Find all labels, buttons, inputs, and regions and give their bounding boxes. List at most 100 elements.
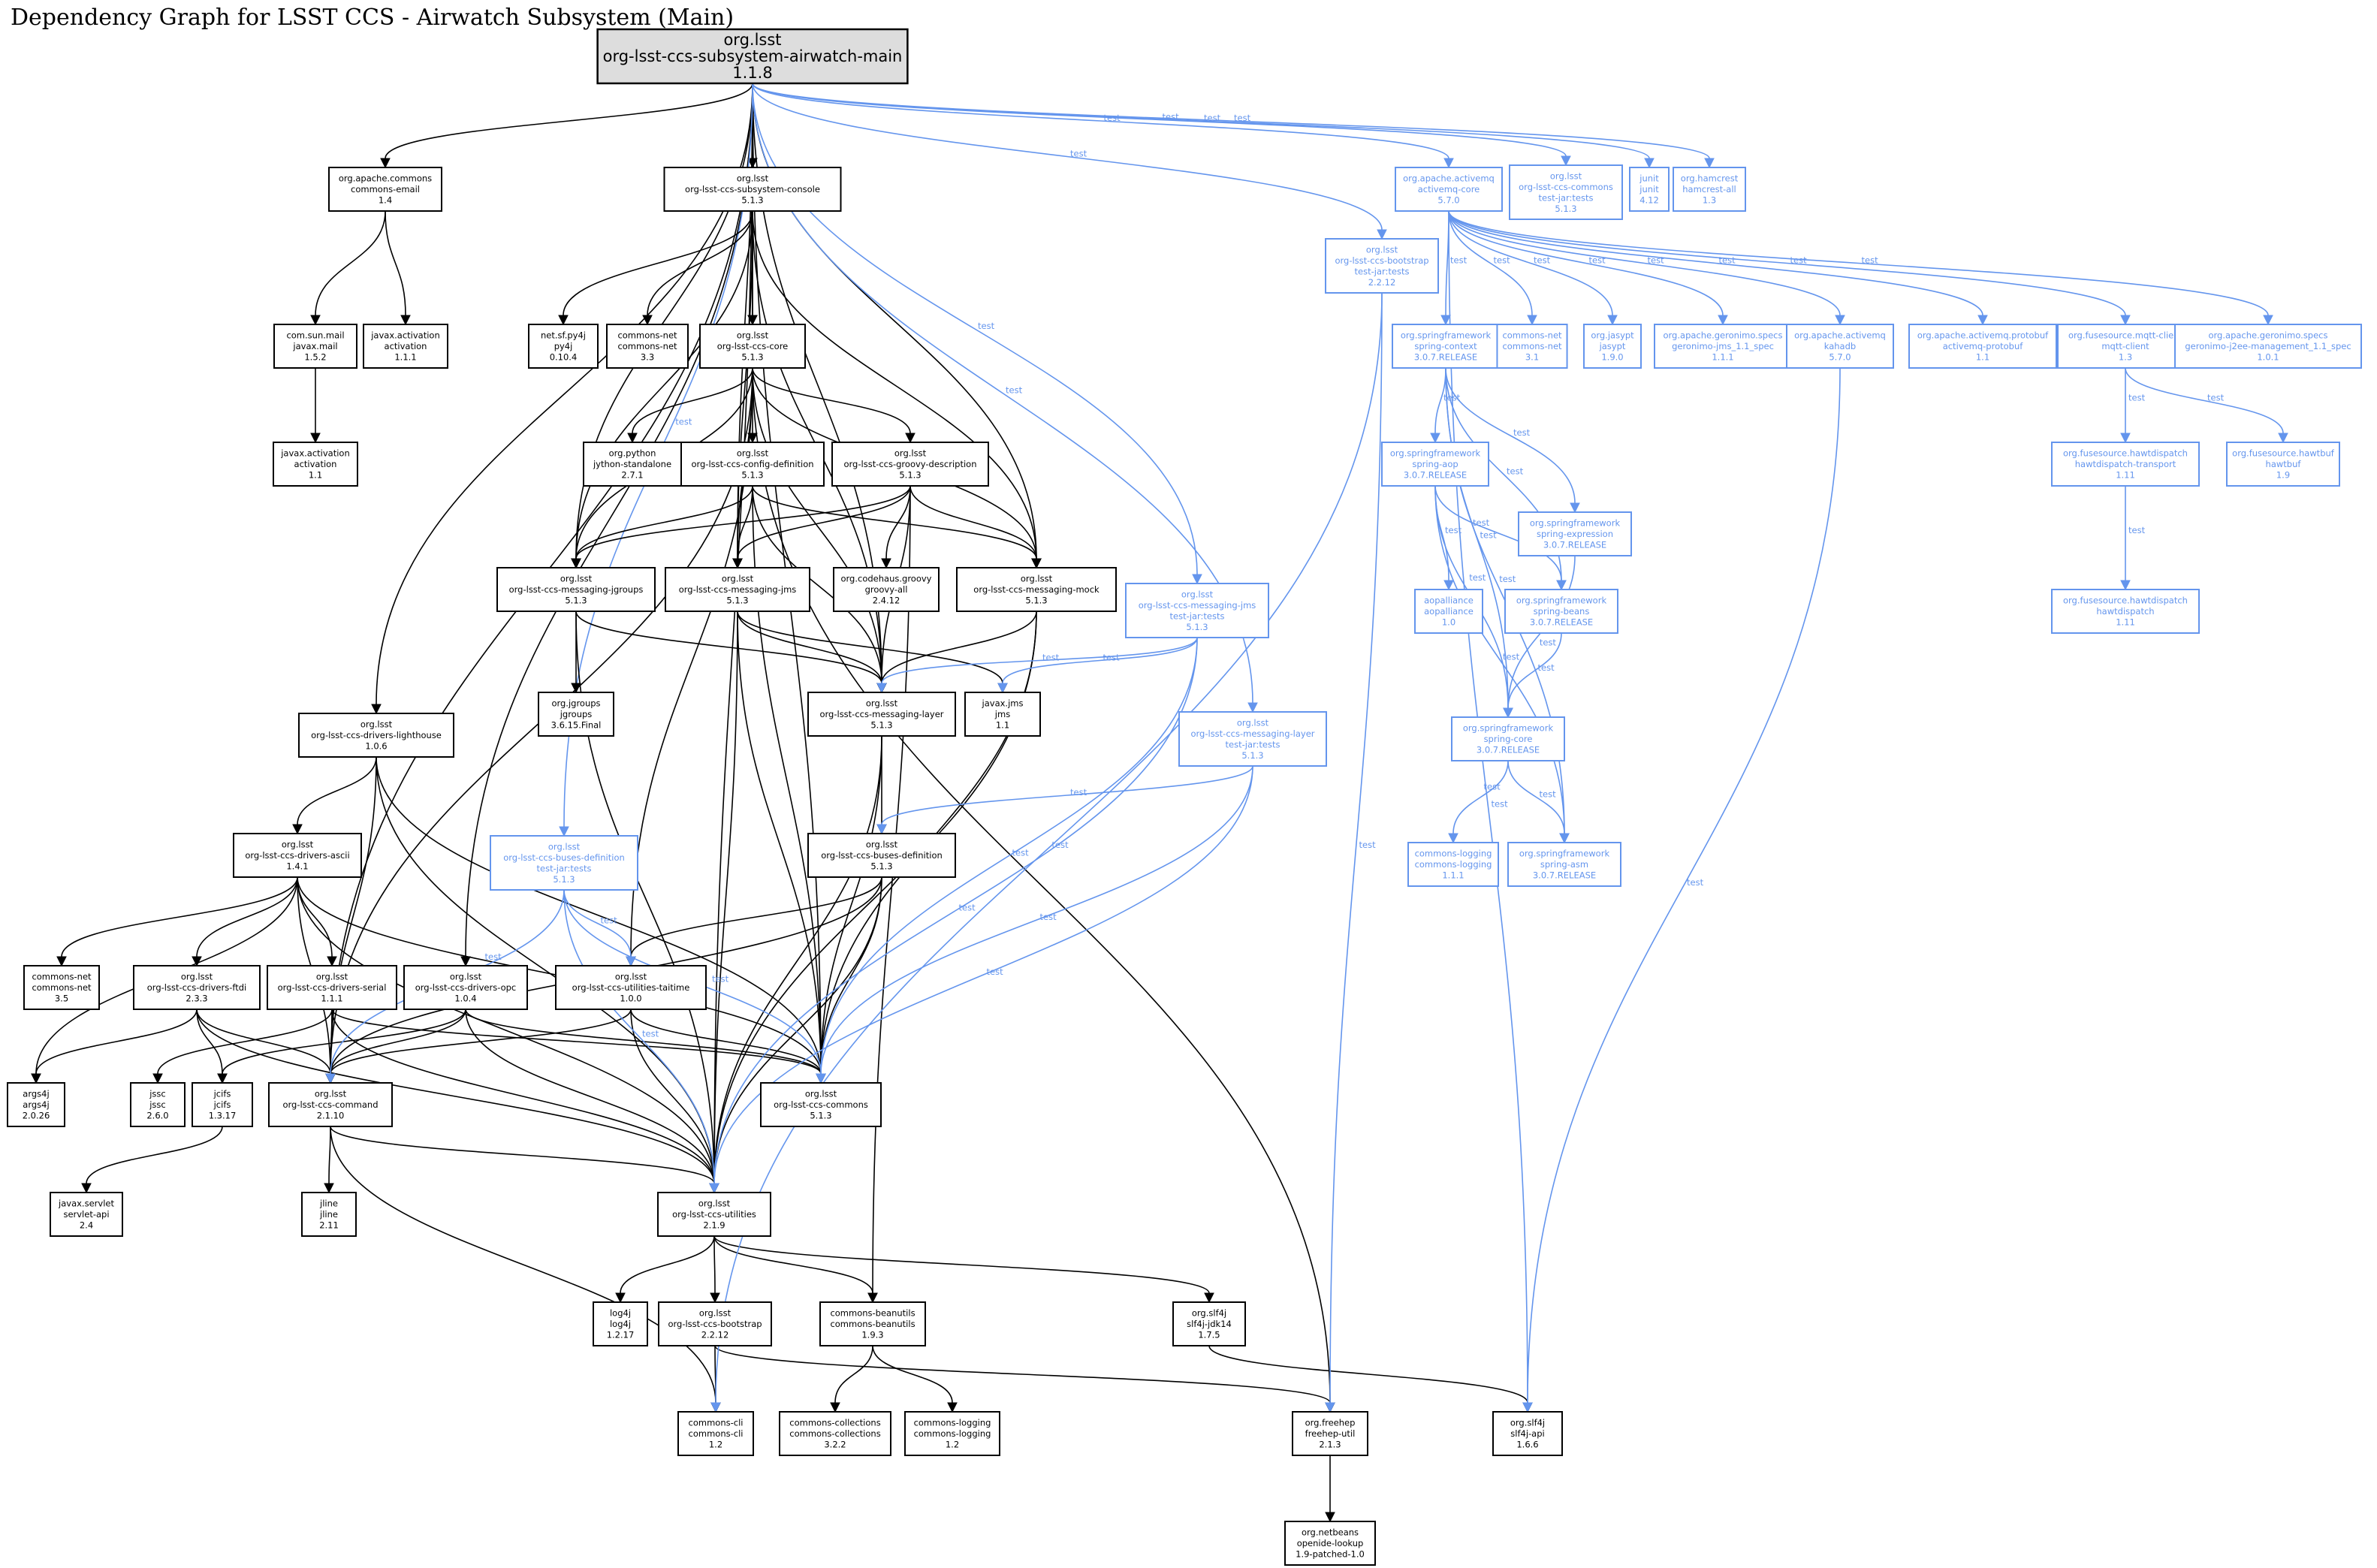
edge-line	[872, 1345, 953, 1404]
node-group-id: net.sf.py4j	[541, 330, 586, 341]
node-version: 3.5	[55, 994, 68, 1004]
node-drivers-lighthouse[interactable]: org.lsstorg-lsst-ccs-drivers-lighthouse1…	[298, 713, 454, 758]
graph-title: Dependency Graph for LSST CCS - Airwatch…	[11, 5, 735, 31]
node-artifact-id: args4j	[23, 1099, 49, 1110]
node-buses-definition-test[interactable]: org.lsstorg-lsst-ccs-buses-definitiontes…	[490, 835, 638, 891]
node-ccs-commons-test[interactable]: org.lsstorg-lsst-ccs-commonstest-jar:tes…	[1509, 164, 1623, 220]
node-hawtdispatch-transport[interactable]: org.fusesource.hawtdispatchhawtdispatch-…	[2051, 442, 2200, 487]
node-messaging-jms-test[interactable]: org.lsstorg-lsst-ccs-messaging-jmstest-j…	[1125, 583, 1269, 638]
node-subsystem-console[interactable]: org.lsstorg-lsst-ccs-subsystem-console5.…	[663, 167, 842, 212]
edge-scope-label: test	[1534, 255, 1551, 266]
edge-messaging-layer-test-to-utilities	[709, 765, 1253, 1194]
edge-line	[752, 367, 911, 434]
node-box	[490, 835, 638, 891]
edge-line	[35, 1009, 198, 1075]
edge-mqtt-client-to-hawtbuf	[2125, 367, 2288, 444]
node-artifact-id: org-lsst-ccs-bootstrap	[1335, 255, 1428, 266]
node-spring-asm[interactable]: org.springframeworkspring-asm3.0.7.RELEA…	[1507, 842, 1621, 887]
edge-line	[1329, 292, 1383, 1404]
node-spring-context[interactable]: org.springframeworkspring-context3.0.7.R…	[1392, 324, 1500, 369]
arrowhead-icon	[1192, 574, 1202, 585]
edge-spring-aop-to-spring-beans	[1434, 485, 1567, 591]
node-root[interactable]: org.lsstorg-lsst-ccs-subsystem-airwatch-…	[596, 28, 909, 85]
node-commons-collections[interactable]: commons-collectionscommons-collections3.…	[779, 1411, 891, 1456]
arrowhead-icon	[710, 1292, 720, 1304]
node-messaging-layer[interactable]: org.lsstorg-lsst-ccs-messaging-layer5.1.…	[807, 692, 956, 737]
node-activemq-protobuf[interactable]: org.apache.activemq.protobufactivemq-pro…	[1908, 324, 2057, 369]
node-version: 3.0.7.RELEASE	[1543, 540, 1606, 550]
arrowhead-icon	[1443, 580, 1454, 591]
node-bootstrap-test[interactable]: org.lsstorg-lsst-ccs-bootstraptest-jar:t…	[1325, 238, 1439, 294]
node-geronimo-j2ee[interactable]: org.apache.geronimo.specsgeronimo-j2ee-m…	[2174, 324, 2362, 369]
node-spring-aop[interactable]: org.springframeworkspring-aop3.0.7.RELEA…	[1381, 442, 1489, 487]
node-spring-expression[interactable]: org.springframeworkspring-expression3.0.…	[1518, 511, 1632, 556]
edge-drivers-ascii-to-commons-net-35	[56, 876, 298, 967]
node-messaging-jgroups[interactable]: org.lsstorg-lsst-ccs-messaging-jgroups5.…	[496, 567, 656, 612]
node-messaging-layer-test[interactable]: org.lsstorg-lsst-ccs-messaging-layertest…	[1178, 711, 1327, 767]
node-buses-definition[interactable]: org.lsstorg-lsst-ccs-buses-definition5.1…	[807, 833, 956, 878]
node-spring-beans[interactable]: org.springframeworkspring-beans3.0.7.REL…	[1504, 589, 1618, 634]
node-utilities-taitime[interactable]: org.lsstorg-lsst-ccs-utilities-taitime1.…	[555, 965, 707, 1010]
node-hawtdispatch[interactable]: org.fusesource.hawtdispatchhawtdispatch1…	[2051, 589, 2200, 634]
edge-root-to-junit	[752, 83, 1655, 169]
node-box	[2226, 442, 2340, 487]
node-geronimo-jms[interactable]: org.apache.geronimo.specsgeronimo-jms_1.…	[1654, 324, 1792, 369]
node-group-id: commons-logging	[1415, 849, 1492, 859]
node-openide-lookup[interactable]: org.netbeansopenide-lookup1.9-patched-1.…	[1284, 1521, 1376, 1566]
edge-line	[157, 1009, 333, 1075]
node-groovy-description[interactable]: org.lsstorg-lsst-ccs-groovy-description5…	[831, 442, 989, 487]
node-version: 2.1.3	[1319, 1440, 1341, 1450]
node-config-definition[interactable]: org.lsstorg-lsst-ccs-config-definition5.…	[680, 442, 825, 487]
node-spring-core[interactable]: org.springframeworkspring-core3.0.7.RELE…	[1451, 716, 1565, 761]
edge-activemq-core-to-kahadb	[1448, 210, 1845, 326]
arrowhead-icon	[1835, 315, 1845, 326]
edge-utilities-taitime-to-ccs-commons	[630, 1009, 826, 1084]
node-version: 3.0.7.RELEASE	[1414, 352, 1477, 363]
